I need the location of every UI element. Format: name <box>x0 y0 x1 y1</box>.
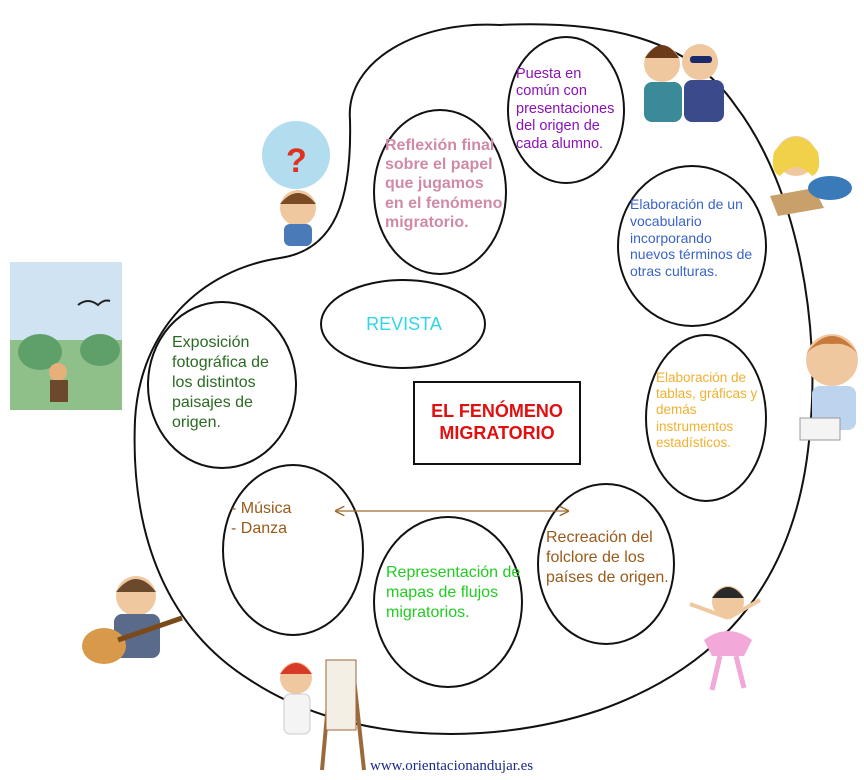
recreacion-text: Recreación del folclore de los países de… <box>546 529 669 586</box>
tablas-text: Elaboración de tablas, gráficas y demás … <box>656 370 758 450</box>
musica-text: - Música - Danza <box>231 499 331 539</box>
two-friends-hugging-illustration <box>644 44 724 122</box>
circle-tablas <box>645 334 767 502</box>
center-title: EL FENÓMENO MIGRATORIO <box>414 401 580 444</box>
circle-vocabulario <box>617 165 767 327</box>
boy-writing-illustration <box>799 334 858 441</box>
footer-url[interactable]: www.orientacionandujar.es <box>370 758 534 774</box>
circle-recreacion <box>537 483 675 645</box>
musica-line: - Música <box>231 500 292 517</box>
center-title-line2: MIGRATORIO <box>439 422 555 443</box>
vocabulario-text: Elaboración de un vocabulario incorporan… <box>630 196 753 280</box>
circle-puesta <box>507 36 625 184</box>
puesta-text: Puesta en común con presentaciones del o… <box>516 66 615 152</box>
circle-reflexion <box>373 109 507 275</box>
center-box <box>413 381 581 465</box>
circle-musica <box>222 464 364 636</box>
reflexion-text: Reflexión final sobre el papel que jugam… <box>385 137 503 231</box>
center-title-line1: EL FENÓMENO <box>431 401 563 421</box>
circle-revista <box>320 279 486 369</box>
circle-representacion <box>373 516 523 688</box>
boy-playing-guitar-illustration <box>82 576 183 664</box>
danza-line: - Danza <box>231 520 288 537</box>
revista-label: REVISTA <box>366 314 442 334</box>
representacion-text: Representación de mapas de flujos migrat… <box>386 564 521 621</box>
palette-outline <box>133 23 814 735</box>
landscape-with-bird-illustration <box>10 262 122 410</box>
girl-ballet-dancer-illustration <box>689 586 761 691</box>
girl-painting-easel-illustration <box>280 659 366 771</box>
exposicion-text: Exposición fotográfica de los distintos … <box>172 334 269 431</box>
svg-text:?: ? <box>286 142 307 180</box>
circle-exposicion <box>147 301 297 469</box>
girl-reading-book-illustration <box>770 136 852 216</box>
boy-with-question-mark-illustration: ? <box>262 121 330 246</box>
